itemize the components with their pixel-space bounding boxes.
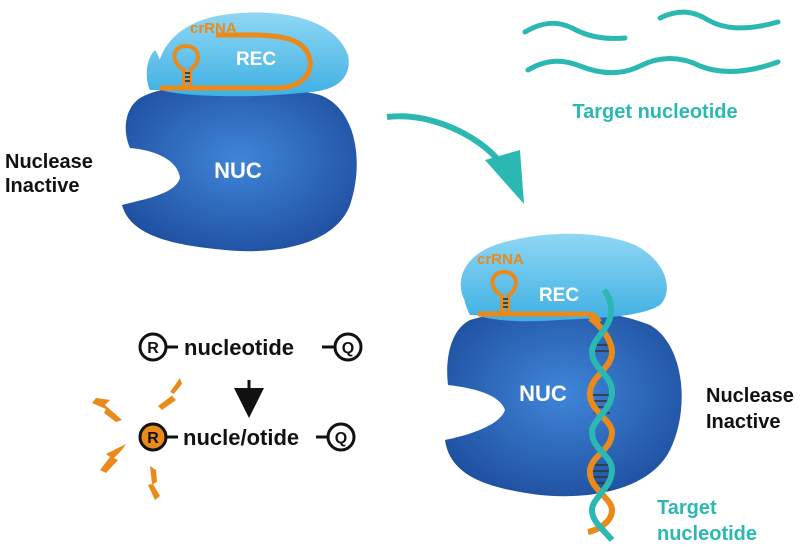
top-crrna-strand bbox=[160, 32, 313, 91]
intact-nucleotide-label: nucleotide bbox=[184, 335, 294, 360]
quencher-circle-intact bbox=[333, 332, 363, 362]
bottom-crrna-strand bbox=[478, 311, 602, 324]
helix-orange-strand bbox=[586, 315, 616, 535]
bottom-crrna-label: crRNA bbox=[477, 251, 524, 268]
quencher-symbol-intact: Q bbox=[342, 340, 354, 357]
bottom-target-label-line2: nucleotide bbox=[657, 523, 757, 545]
bottom-state-label-line2: Inactive bbox=[706, 411, 780, 433]
bolt-icon-3 bbox=[100, 444, 126, 473]
bottom-crrna-hairpin bbox=[490, 269, 518, 314]
bottom-target-helix bbox=[586, 288, 616, 542]
top-crrna-hairpin bbox=[172, 43, 200, 88]
top-complex: NUC crRNA REC bbox=[122, 12, 357, 252]
quencher-symbol-cleaved: Q bbox=[335, 430, 347, 447]
bottom-target-label-line1: Target bbox=[657, 497, 717, 519]
target-strand-1 bbox=[522, 20, 628, 41]
bolt-icon-2 bbox=[158, 378, 182, 410]
bottom-nuc-label: NUC bbox=[519, 381, 567, 406]
binding-arrow bbox=[386, 113, 503, 164]
top-rec-domain bbox=[146, 12, 349, 97]
top-hairpin-rungs bbox=[185, 72, 190, 82]
target-strands-top bbox=[522, 9, 781, 76]
helix-teal-strand bbox=[588, 288, 616, 542]
bolt-icon-4 bbox=[148, 466, 160, 500]
bolt-icon-1 bbox=[92, 398, 122, 422]
top-crrna-label: crRNA bbox=[190, 20, 237, 37]
binding-arrow-head bbox=[485, 150, 524, 204]
target-strand-2 bbox=[657, 9, 781, 31]
reporter-cleaved: R nucle/otide Q bbox=[92, 378, 356, 500]
reporter-symbol-cleaved: R bbox=[147, 430, 159, 447]
bottom-complex: NUC bbox=[445, 233, 682, 542]
top-nuc-domain bbox=[122, 84, 357, 252]
bottom-rec-label: REC bbox=[539, 285, 579, 306]
quencher-circle-cleaved bbox=[326, 422, 356, 452]
top-state-label-line1: Nuclease bbox=[5, 151, 93, 173]
reporter-symbol-intact: R bbox=[147, 340, 159, 357]
bottom-state-label-line1: Nuclease bbox=[706, 385, 794, 407]
fluorescence-bolts bbox=[92, 378, 182, 500]
bottom-rec-domain bbox=[460, 233, 667, 322]
bottom-hairpin-rungs bbox=[503, 298, 508, 308]
target-top-label: Target nucleotide bbox=[572, 101, 737, 123]
reporter-intact: R nucleotide Q bbox=[138, 332, 363, 362]
target-strand-3 bbox=[525, 56, 781, 76]
cleaved-nucleotide-label: nucle/otide bbox=[183, 425, 299, 450]
top-state-label-line2: Inactive bbox=[5, 175, 79, 197]
top-nuc-label: NUC bbox=[214, 158, 262, 183]
bottom-nuc-domain bbox=[445, 309, 682, 497]
top-rec-label: REC bbox=[236, 49, 276, 70]
